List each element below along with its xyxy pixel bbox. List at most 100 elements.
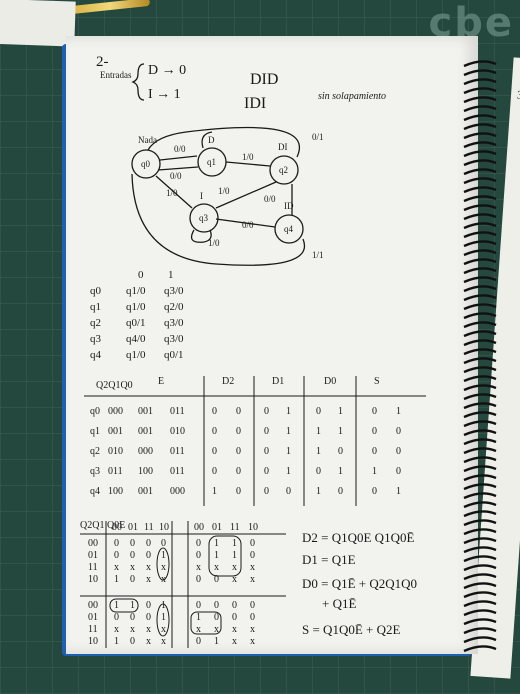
cell-value: 001 (138, 426, 153, 437)
kmap-groupings (109, 535, 242, 637)
state-tag-id: ID (284, 201, 294, 211)
cell-value: x (232, 562, 237, 573)
cell-value: 011 (170, 406, 185, 417)
state-label-q3: q3 (199, 213, 209, 223)
note-sin-solapamiento: sin solapamiento (318, 91, 386, 102)
edge-label: 0/0 (242, 220, 254, 230)
cell-value: 0 (146, 600, 151, 611)
spiral-coil (463, 411, 497, 419)
spiral-coil (463, 600, 497, 608)
cell-value: x (196, 624, 201, 635)
spiral-coil (463, 609, 497, 617)
cell-value: x (161, 624, 166, 635)
spiral-coil (463, 150, 497, 158)
cell-value: x (250, 624, 255, 635)
state-tag-d: D (208, 135, 215, 145)
spiral-coil (463, 330, 497, 338)
spiral-coil (463, 123, 497, 131)
cell-value: 0 (212, 406, 217, 417)
cell-value: q4/0 (126, 333, 146, 345)
cell-value: 001 (108, 426, 123, 437)
cell-value: 1 (372, 466, 377, 477)
spiral-coil (463, 375, 497, 383)
edge-label: 0/0 (170, 171, 182, 181)
cell-value: 0 (372, 446, 377, 457)
spiral-coil (463, 60, 497, 68)
cell-value: q3 (90, 333, 102, 345)
cell-value: 01 (128, 522, 138, 533)
spiral-coil (463, 87, 497, 95)
kmap-grid-lines (80, 521, 286, 648)
cell-value: 0 (396, 466, 401, 477)
cell-value: 0 (236, 446, 241, 457)
cell-value: 1 (161, 612, 166, 623)
cell-value: 0 (286, 486, 291, 497)
spiral-coil (463, 474, 497, 482)
cell-value: q1/0 (126, 301, 146, 313)
state-q4 (274, 214, 304, 244)
cell-value: 0 (232, 612, 237, 623)
state-q0 (131, 149, 161, 179)
cell-value: x (146, 574, 151, 585)
spiral-coil (463, 510, 497, 518)
cell-value: q2 (90, 446, 100, 457)
cell-value: x (250, 562, 255, 573)
cell-value: 11 (88, 624, 98, 635)
cell-value: 0 (338, 446, 343, 457)
cell-value: 1 (232, 538, 237, 549)
equation-s: S = Q1Q0Ē + Q2E (302, 622, 400, 637)
kmaps: Q2Q1 Q0E 00 01 11 10 00 01 11 10 00 01 1… (80, 520, 258, 647)
spiral-coil (463, 204, 497, 212)
spiral-coil (463, 636, 497, 644)
cell-value: x (161, 562, 166, 573)
cell-value: q1/0 (126, 349, 146, 361)
cell-value: 0 (161, 538, 166, 549)
sequence-did: DID (250, 71, 278, 88)
edge-label: 0/1 (312, 132, 324, 142)
spiral-coil (463, 582, 497, 590)
notebook-page: 2- Entradas D → 0 I → 1 DID IDI sin sola… (66, 36, 478, 654)
cell-value: 00 (194, 522, 204, 533)
cell-value: x (214, 562, 219, 573)
cell-value: 0 (196, 600, 201, 611)
cell-value: 0 (264, 426, 269, 437)
cell-value: 1 (214, 550, 219, 561)
edge-label: 0/0 (264, 194, 276, 204)
cell-value: x (114, 624, 119, 635)
cell-value: q0/1 (126, 317, 146, 329)
cell-value: 1 (214, 636, 219, 647)
cell-value: 0 (114, 612, 119, 623)
state-tag-i: I (200, 191, 203, 201)
spiral-coil (463, 645, 497, 653)
spiral-coil (463, 321, 497, 329)
cell-value: 0 (196, 636, 201, 647)
state-label-q2: q2 (279, 165, 288, 175)
cell-value: 0 (372, 486, 377, 497)
spiral-coil (463, 132, 497, 140)
cell-value: x (161, 636, 166, 647)
cell-value: 011 (170, 466, 185, 477)
spiral-coil (463, 249, 497, 257)
edge-label: 1/0 (208, 238, 220, 248)
spiral-coil (463, 222, 497, 230)
sequence-idi: IDI (244, 95, 266, 112)
spiral-coil (463, 168, 497, 176)
spiral-coil (463, 483, 497, 491)
cell-value: 0 (236, 486, 241, 497)
next-state-table: 0 1 q0 q1/0 q3/0 q1 q1/0 q2/0 q2 q0/1 q3… (90, 269, 184, 361)
cell-value: 000 (170, 486, 185, 497)
cell-value: 1 (396, 406, 401, 417)
cell-value: 0 (250, 550, 255, 561)
rule-d: D → 0 (148, 63, 186, 78)
entradas-label: Entradas (100, 70, 132, 80)
cell-value: 1 (338, 466, 343, 477)
cell-value: q4 (90, 486, 100, 497)
problem-number: 2- (96, 54, 109, 70)
spiral-coil (463, 402, 497, 410)
cell-value: x (146, 636, 151, 647)
cell-value: q3/0 (164, 333, 184, 345)
cell-value: 0 (214, 600, 219, 611)
cell-value: 1 (286, 446, 291, 457)
spiral-coil (463, 348, 497, 356)
cell-value: x (130, 624, 135, 635)
